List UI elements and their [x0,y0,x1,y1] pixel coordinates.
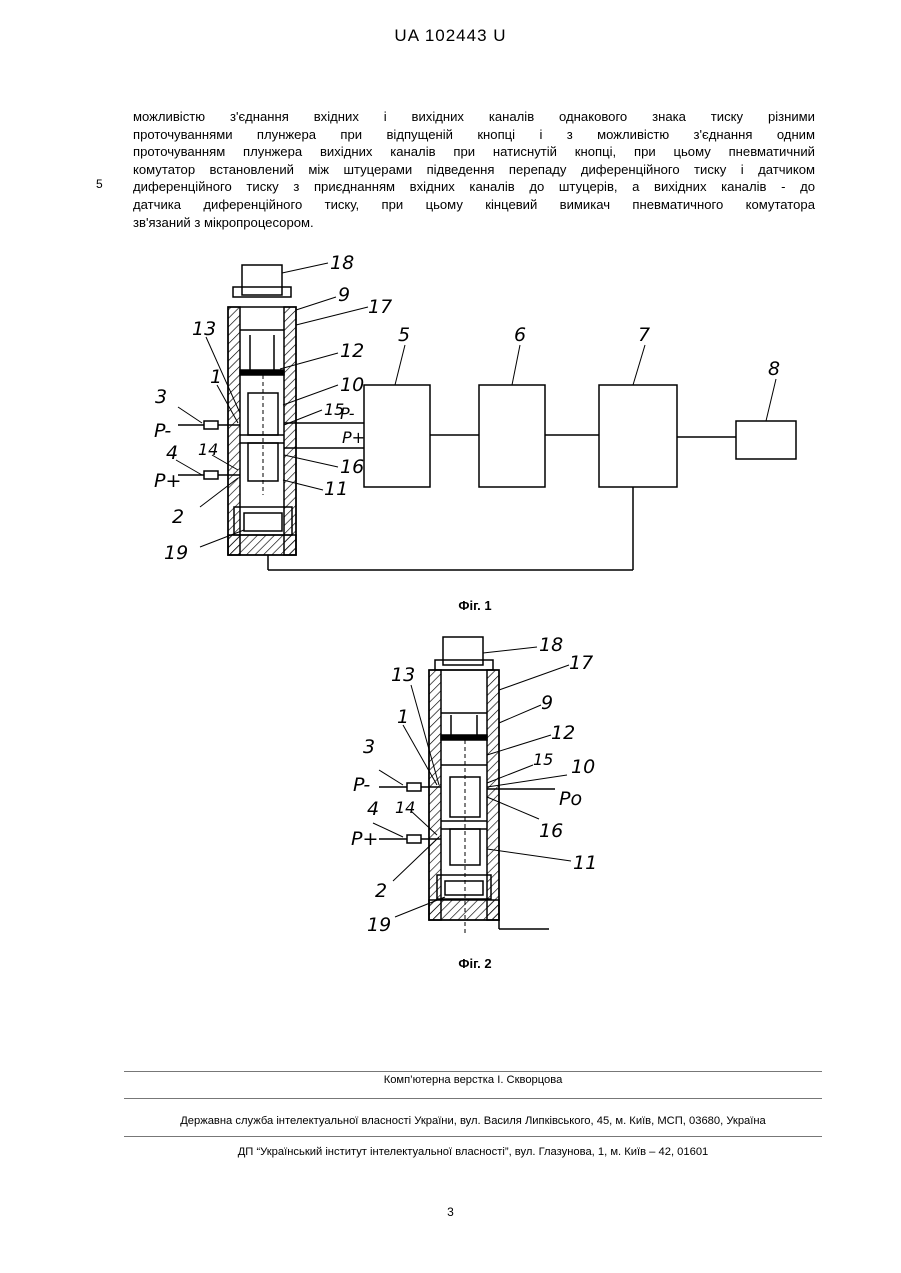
fig1-label-16: 16 [340,456,364,478]
divider [124,1071,822,1072]
page-number: 3 [0,1205,901,1219]
fig2-label-18: 18 [539,634,563,656]
claim-line: комутатор встановлений між штуцерами під… [133,161,815,179]
fig1-label-13: 13 [192,318,216,340]
figure-2-drawing: 18 17 13 9 1 12 3 15 10 P- Po 4 14 16 P+… [345,625,635,940]
claim-line: зв'язаний з мікропроцесором. [133,214,815,232]
fig2-label-16: 16 [539,820,563,842]
fig2-label-1: 1 [397,706,409,728]
claim-line: диференційного тиску з приєднанням вхідн… [133,178,815,196]
footer-service-address: Державна служба інтелектуальної власност… [124,1115,822,1127]
claim-text: можливістю з'єднання вхідних і вихідних … [133,108,815,231]
claim-line: проточуваннями плунжера при відпущеній к… [133,126,815,144]
fig2-label-14: 14 [395,798,415,817]
fig2-label-4: 4 [367,798,379,820]
fig2-label-19: 19 [367,914,391,936]
fig1-label-18: 18 [330,252,354,274]
fig1-label-17: 17 [368,296,392,318]
fig2-label-p-minus: P- [353,774,370,796]
fig1-label-19: 19 [164,542,188,564]
fig1-label-3: 3 [155,386,167,408]
fig1-label-p-plus: P+ [154,470,181,492]
fig1-label-5: 5 [398,324,410,346]
fig2-label-p-zero: Po [559,788,582,810]
fig1-label-2: 2 [172,506,184,528]
divider [124,1098,822,1099]
fig1-label-4: 4 [166,442,178,464]
fig2-label-2: 2 [375,880,387,902]
fig2-label-15: 15 [533,750,553,769]
claim-line: проточуванням плунжера вихідних каналів … [133,143,815,161]
fig1-label-p-plus-right: P+ [342,428,365,447]
fig2-label-p-plus: P+ [351,828,378,850]
fig1-label-7: 7 [638,324,650,346]
claim-line: можливістю з'єднання вхідних і вихідних … [133,108,815,126]
fig1-label-p-minus: P- [154,420,171,442]
fig1-label-p-minus-right: P- [340,404,355,423]
fig1-label-12: 12 [340,340,364,362]
fig1-label-14: 14 [198,440,218,459]
divider [124,1136,822,1137]
figure-1-caption: Фіг. 1 [375,598,575,613]
fig1-label-6: 6 [514,324,526,346]
fig1-label-11: 11 [324,478,348,500]
footer-layout-credit: Комп’ютерна верстка І. Скворцова [124,1074,822,1086]
figure-2-caption: Фіг. 2 [375,956,575,971]
fig2-label-12: 12 [551,722,575,744]
fig1-label-9: 9 [338,284,350,306]
document-id: UA 102443 U [0,26,901,46]
fig1-label-1: 1 [210,366,222,388]
fig2-label-11: 11 [573,852,597,874]
fig1-label-8: 8 [768,358,780,380]
figure-1-drawing: 18 9 17 13 12 1 10 3 15 P- P- P+ 14 4 16… [140,245,810,585]
footer-institute-address: ДП “Український інститут інтелектуальної… [124,1146,822,1158]
claim-line: датчика диференційного тиску, при цьому … [133,196,815,214]
fig2-label-9: 9 [541,692,553,714]
line-number: 5 [96,177,103,191]
fig1-label-10: 10 [340,374,364,396]
fig2-label-13: 13 [391,664,415,686]
fig2-label-17: 17 [569,652,593,674]
fig2-label-3: 3 [363,736,375,758]
fig2-label-10: 10 [571,756,595,778]
